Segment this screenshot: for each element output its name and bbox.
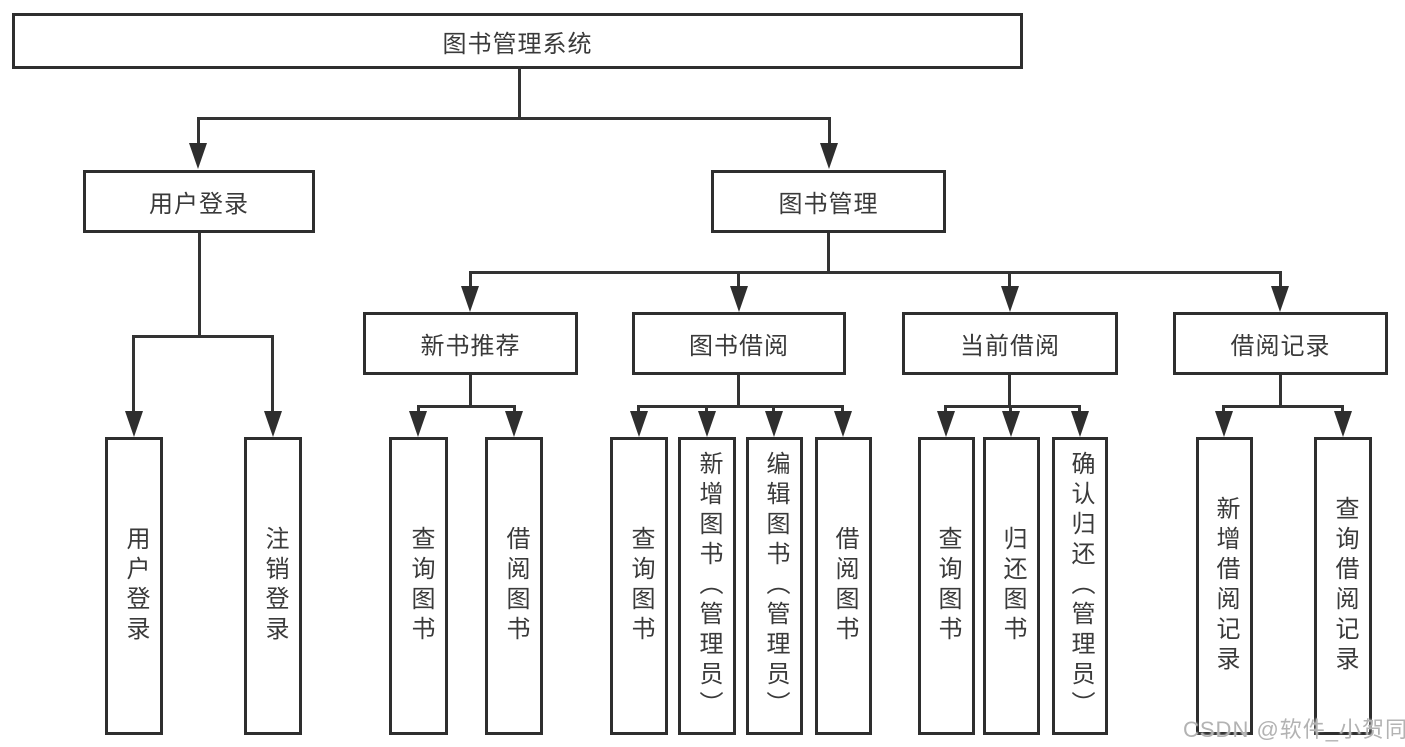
node-book-borrowing: 图书借阅	[632, 312, 846, 375]
leaf-borrow-books-borrowing: 借阅图书	[815, 437, 872, 735]
connector-root-bus	[197, 117, 831, 120]
arrow-down-icon	[937, 411, 955, 437]
leaf-query-books-current: 查询图书	[918, 437, 975, 735]
connector-new-book-bus	[417, 405, 516, 408]
connector-to-current-borrow	[1008, 271, 1011, 289]
connector-stub	[637, 405, 640, 413]
connector-stub	[772, 405, 775, 413]
leaf-confirm-return-admin: 确认归还（管理员）	[1052, 437, 1108, 735]
arrow-down-icon	[1001, 286, 1019, 312]
connector-to-new-book	[469, 271, 472, 289]
arrow-down-icon	[698, 411, 716, 437]
arrow-down-icon	[1071, 411, 1089, 437]
connector-to-leaf-logout	[271, 335, 274, 413]
node-current-borrowing: 当前借阅	[902, 312, 1118, 375]
leaf-add-books-admin: 新增图书（管理员）	[678, 437, 736, 735]
leaf-user-login: 用户登录	[105, 437, 163, 735]
connector-current-borrow-bus	[945, 405, 1081, 408]
arrow-down-icon	[730, 286, 748, 312]
arrow-down-icon	[409, 411, 427, 437]
connector-to-book-borrow	[737, 271, 740, 289]
connector-book-borrow-stem	[737, 375, 740, 408]
arrow-down-icon	[630, 411, 648, 437]
connector-borrow-record-bus	[1223, 405, 1344, 408]
connector-stub	[1222, 405, 1225, 413]
connector-stub	[1341, 405, 1344, 413]
leaf-edit-books-admin: 编辑图书（管理员）	[746, 437, 803, 735]
csdn-watermark: CSDN @软件_小贺同学	[1183, 717, 1405, 742]
connector-stub	[705, 405, 708, 413]
connector-stub	[1009, 405, 1012, 413]
connector-borrow-record-stem	[1279, 375, 1282, 408]
connector-stub	[513, 405, 516, 413]
connector-root-stem	[518, 66, 521, 119]
leaf-query-borrow-record: 查询借阅记录	[1314, 437, 1372, 735]
arrow-down-icon	[1215, 411, 1233, 437]
connector-stub	[841, 405, 844, 413]
leaf-logout: 注销登录	[244, 437, 302, 735]
connector-current-borrow-stem	[1008, 375, 1011, 408]
connector-stub	[417, 405, 420, 413]
connector-user-login-bus	[132, 335, 274, 338]
connector-stub	[1078, 405, 1081, 413]
leaf-return-books: 归还图书	[983, 437, 1040, 735]
node-borrowing-records: 借阅记录	[1173, 312, 1388, 375]
leaf-add-borrow-record: 新增借阅记录	[1196, 437, 1253, 735]
node-library-system: 图书管理系统	[12, 13, 1023, 69]
arrow-down-icon	[264, 411, 282, 437]
connector-book-mgmt-stem	[827, 233, 830, 274]
arrow-down-icon	[1002, 411, 1020, 437]
arrow-down-icon	[189, 143, 207, 169]
arrow-down-icon	[125, 411, 143, 437]
leaf-query-books-borrowing: 查询图书	[610, 437, 668, 735]
node-book-management: 图书管理	[711, 170, 946, 233]
arrow-down-icon	[1271, 286, 1289, 312]
arrow-down-icon	[820, 143, 838, 169]
connector-to-user-login	[197, 117, 200, 147]
connector-to-leaf-user-login	[132, 335, 135, 413]
arrow-down-icon	[834, 411, 852, 437]
leaf-borrow-books-recommend: 借阅图书	[485, 437, 543, 735]
arrow-down-icon	[461, 286, 479, 312]
arrow-down-icon	[1334, 411, 1352, 437]
connector-book-borrow-bus	[638, 405, 844, 408]
leaf-query-books-recommend: 查询图书	[389, 437, 448, 735]
connector-new-book-stem	[469, 375, 472, 408]
node-new-book-recommend: 新书推荐	[363, 312, 578, 375]
connector-user-login-stem	[198, 233, 201, 337]
arrow-down-icon	[765, 411, 783, 437]
connector-to-borrow-record	[1279, 271, 1282, 289]
connector-stub	[944, 405, 947, 413]
arrow-down-icon	[505, 411, 523, 437]
connector-to-book-mgmt	[828, 117, 831, 147]
connector-book-mgmt-bus	[469, 271, 1282, 274]
node-user-login: 用户登录	[83, 170, 315, 233]
